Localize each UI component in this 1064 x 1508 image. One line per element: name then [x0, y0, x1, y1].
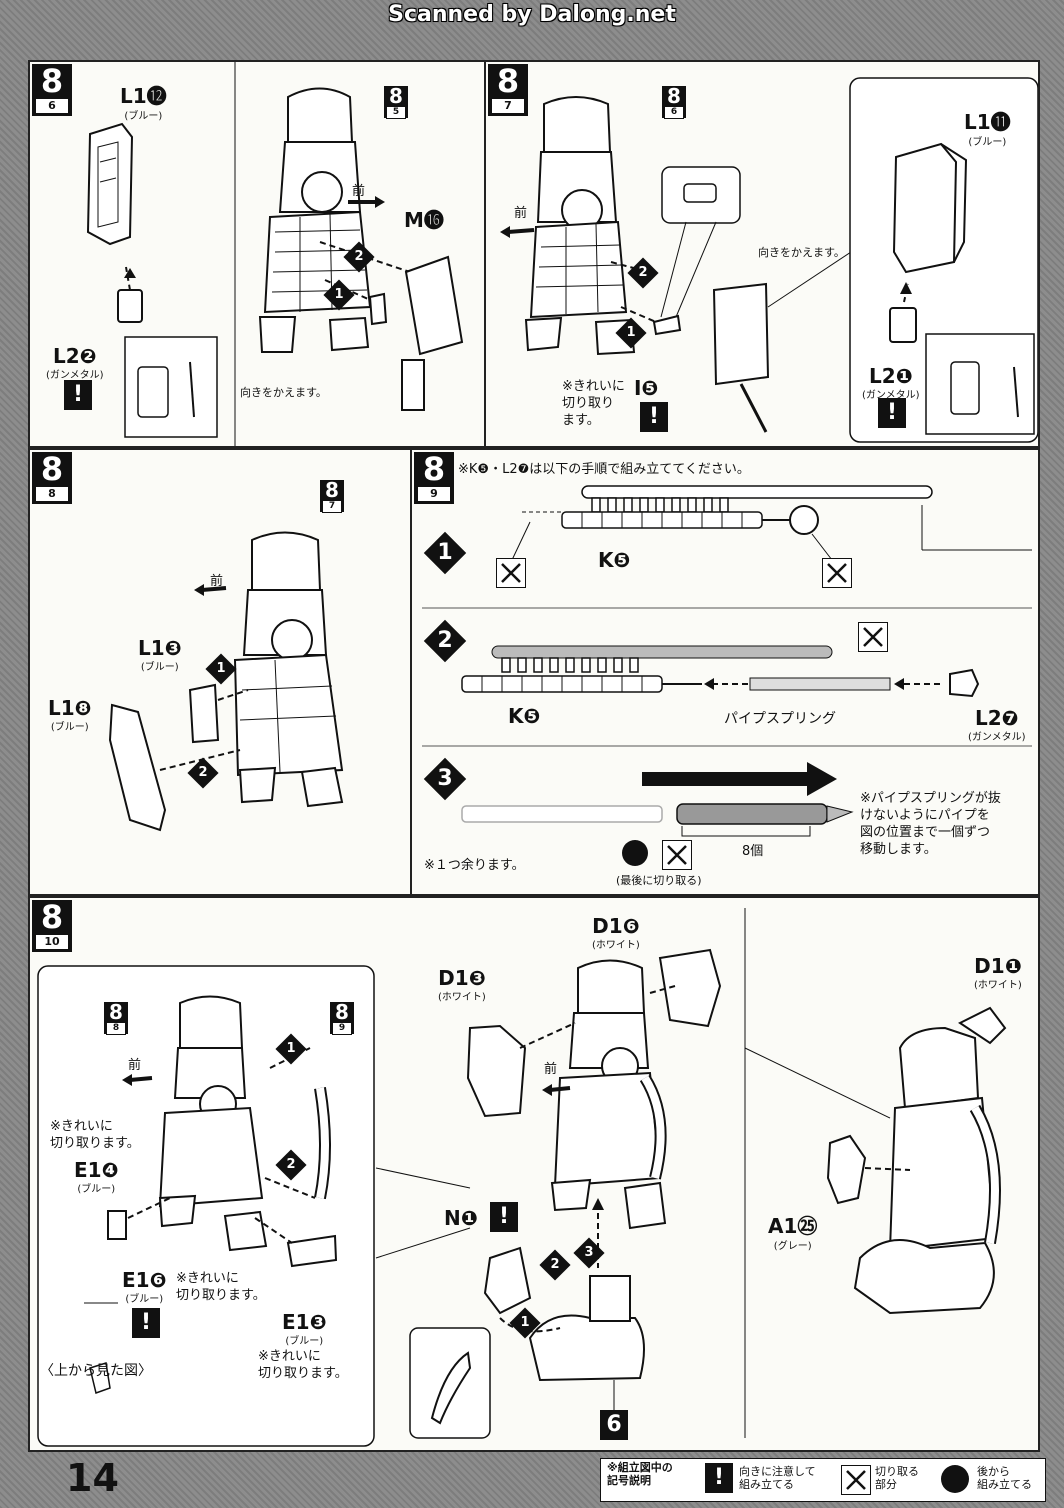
part-m-16: M⓰	[404, 208, 444, 232]
part-n-1: N❶	[444, 1206, 478, 1230]
warning-icon: !	[878, 398, 906, 428]
watermark: Scanned by Dalong.net	[388, 2, 676, 27]
legend-order-text: 後から 組み立てる	[977, 1465, 1032, 1491]
part-l2-2: L2❷(ガンメタル)	[46, 344, 104, 381]
assembly-illustration	[37, 908, 1007, 1447]
pipe-spring-note: ※パイプスプリングが抜 けないようにパイプを 図の位置まで一個ずつ 移動します。	[860, 791, 1001, 857]
part-e1-3: E1❸(ブルー)	[282, 1310, 327, 1347]
warning-icon: !	[132, 1308, 160, 1338]
order-marker-1: 1	[205, 653, 237, 685]
part-d1-3: D1❸(ホワイト)	[438, 966, 486, 1003]
clean-cut-note-c: ※きれいに 切り取ります。	[258, 1349, 348, 1381]
leftover-note: ※１つ余ります。	[424, 858, 525, 873]
front-label: 前	[544, 1062, 558, 1077]
top-view-label: 〈上から見た図〉	[40, 1363, 152, 1379]
cut-last-note: (最後に切り取る)	[616, 874, 702, 887]
legend-warning-text: 向きに注意して 組み立てる	[739, 1465, 816, 1491]
front-label: 前	[210, 574, 224, 589]
part-k-5: K❺	[598, 548, 631, 572]
assemble-later-icon	[622, 840, 648, 866]
legend-order-icon	[941, 1465, 969, 1493]
order-marker-2: 2	[187, 757, 219, 789]
warning-icon: !	[640, 402, 668, 432]
part-d1-6: D1❻(ホワイト)	[592, 914, 640, 951]
order-marker-1: 1	[615, 317, 647, 349]
pipe-assembly-illustration	[422, 485, 1032, 837]
order-marker-1: 1	[323, 279, 355, 311]
legend-cut-icon	[841, 1465, 871, 1495]
order-marker-2: 2	[343, 241, 375, 273]
part-e1-4: E1❹(ブルー)	[74, 1158, 119, 1195]
part-k-5: K❺	[508, 704, 541, 728]
part-l1-12: L1⓬(ブルー)	[120, 84, 167, 122]
part-d1-1: D1❶(ホワイト)	[974, 954, 1022, 991]
legend-warning-icon: !	[705, 1463, 733, 1493]
order-marker-3: 3	[573, 1237, 605, 1269]
part-l2-1: L2❶(ガンメタル)	[862, 364, 920, 401]
front-label: 前	[128, 1058, 142, 1073]
part-l1-3: L1❸(ブルー)	[138, 636, 182, 673]
warning-icon: !	[490, 1202, 518, 1232]
clean-cut-note: ※きれいに 切り取り ます。	[562, 379, 625, 428]
substep-3-marker: 3	[423, 757, 467, 801]
symbol-legend: ※組立図中の 記号説明 ! 向きに注意して 組み立てる 切り取る 部分 後から …	[600, 1458, 1046, 1502]
order-marker-1: 1	[275, 1033, 307, 1065]
part-6-marker: 6	[600, 1410, 628, 1440]
part-l2-7: L2❼(ガンメタル)	[968, 706, 1026, 743]
instruction-intro: ※K❺・L2❼は以下の手順で組み立ててください。	[458, 462, 750, 477]
order-marker-2: 2	[539, 1249, 571, 1281]
part-a1-25: A1㉕(グレー)	[768, 1214, 818, 1252]
order-marker-2: 2	[275, 1149, 307, 1181]
orientation-note: 向きをかえます。	[758, 246, 845, 259]
part-l1-8: L1❽(ブルー)	[48, 696, 92, 733]
warning-icon: !	[64, 380, 92, 410]
order-marker-1: 1	[509, 1307, 541, 1339]
cut-icon	[858, 622, 888, 652]
cut-icon	[662, 840, 692, 870]
front-label: 前	[514, 206, 528, 221]
legend-cut-text: 切り取る 部分	[875, 1465, 919, 1491]
orientation-note: 向きをかえます。	[240, 386, 327, 399]
substep-2-marker: 2	[423, 619, 467, 663]
pipe-spring-label: パイプスプリング	[724, 711, 836, 727]
part-e1-6: E1❻(ブルー)	[122, 1268, 167, 1305]
assembly-illustration	[108, 531, 344, 832]
clean-cut-note-a: ※きれいに 切り取ります。	[50, 1119, 140, 1151]
assembly-illustration	[86, 62, 464, 446]
front-label: 前	[352, 184, 366, 199]
count-label: 8個	[742, 844, 764, 859]
page-number: 14	[66, 1456, 119, 1500]
cut-icon	[822, 558, 852, 588]
substep-1-marker: 1	[423, 531, 467, 575]
legend-title: ※組立図中の 記号説明	[607, 1461, 673, 1487]
cut-icon	[496, 558, 526, 588]
clean-cut-note-b: ※きれいに 切り取ります。	[176, 1271, 266, 1303]
part-l1-11: L1⓫(ブルー)	[964, 110, 1011, 148]
assembly-illustration	[500, 77, 1038, 443]
part-i-5: I❺	[634, 376, 659, 400]
order-marker-2: 2	[627, 257, 659, 289]
